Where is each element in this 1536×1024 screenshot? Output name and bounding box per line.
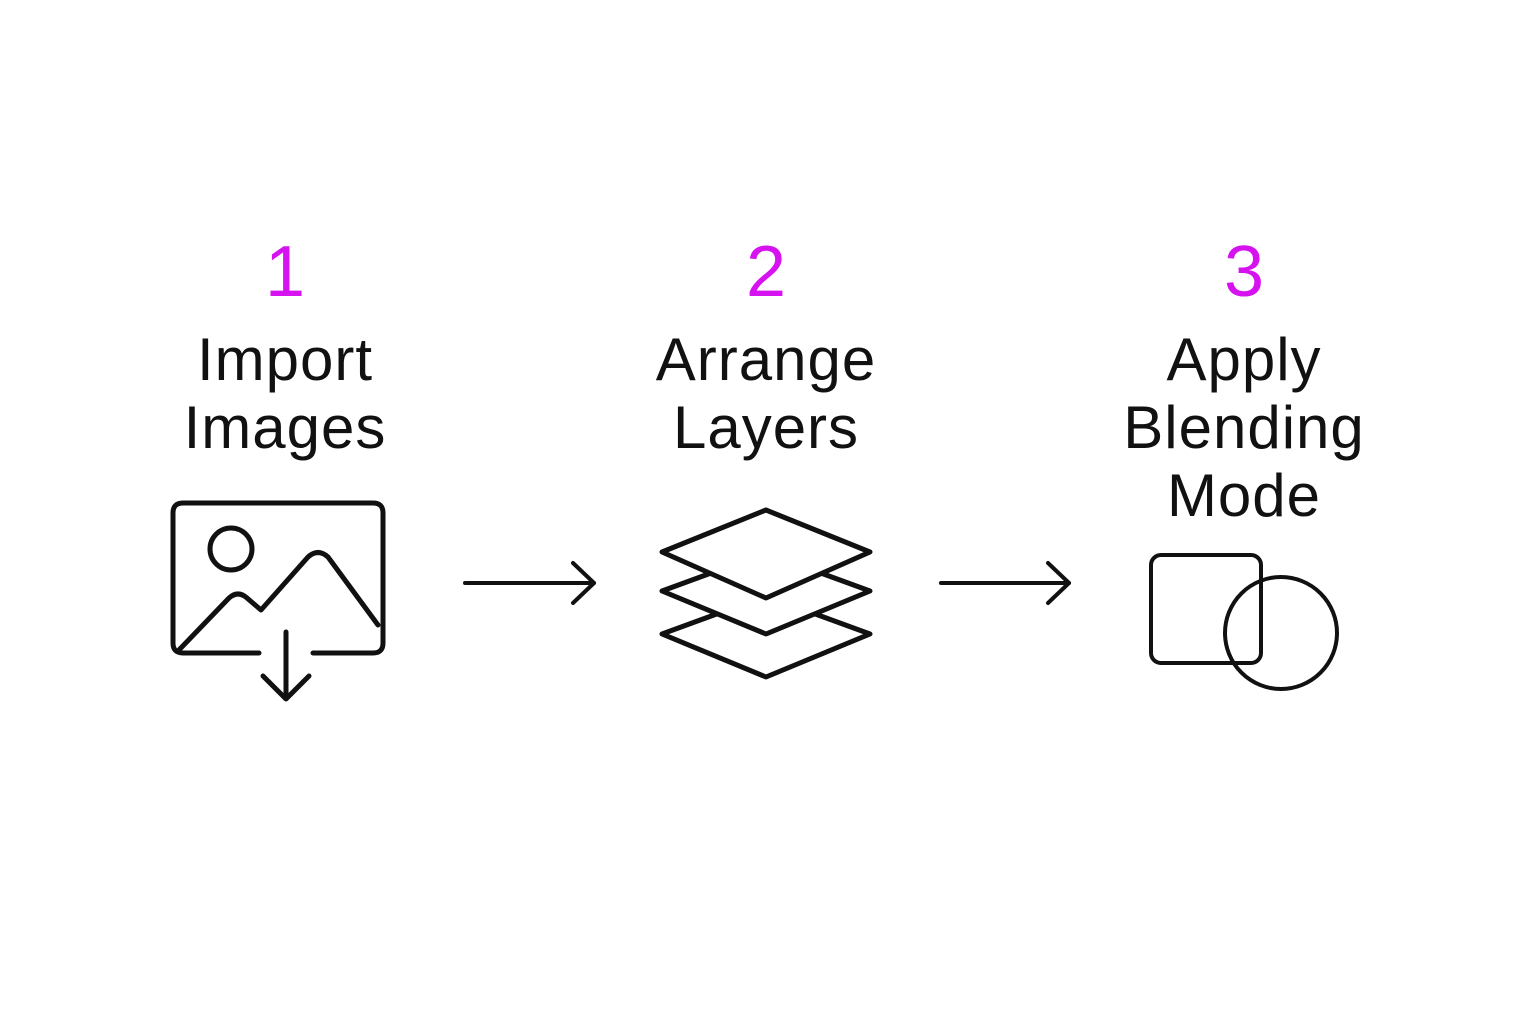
blend-shapes-icon <box>1149 553 1339 691</box>
step-title-line: Arrange <box>655 326 877 393</box>
step-title: Arrange Layers <box>596 326 936 462</box>
step-number: 2 <box>745 232 787 312</box>
step-title-line: Mode <box>1166 462 1322 529</box>
step-title-line: Layers <box>672 394 860 461</box>
step-title: Import Images <box>115 326 455 462</box>
layers-icon <box>659 507 873 680</box>
step-number: 3 <box>1223 232 1265 312</box>
arrow-right-icon <box>939 561 1071 605</box>
step-title: Apply Blending Mode <box>1074 326 1414 530</box>
arrow-right-icon <box>463 561 596 605</box>
image-import-icon <box>170 500 386 702</box>
step-number: 1 <box>264 232 306 312</box>
step-title-line: Images <box>183 394 387 461</box>
step-title-line: Apply <box>1166 326 1322 393</box>
step-title-line: Import <box>196 326 374 393</box>
step-title-line: Blending <box>1123 394 1365 461</box>
